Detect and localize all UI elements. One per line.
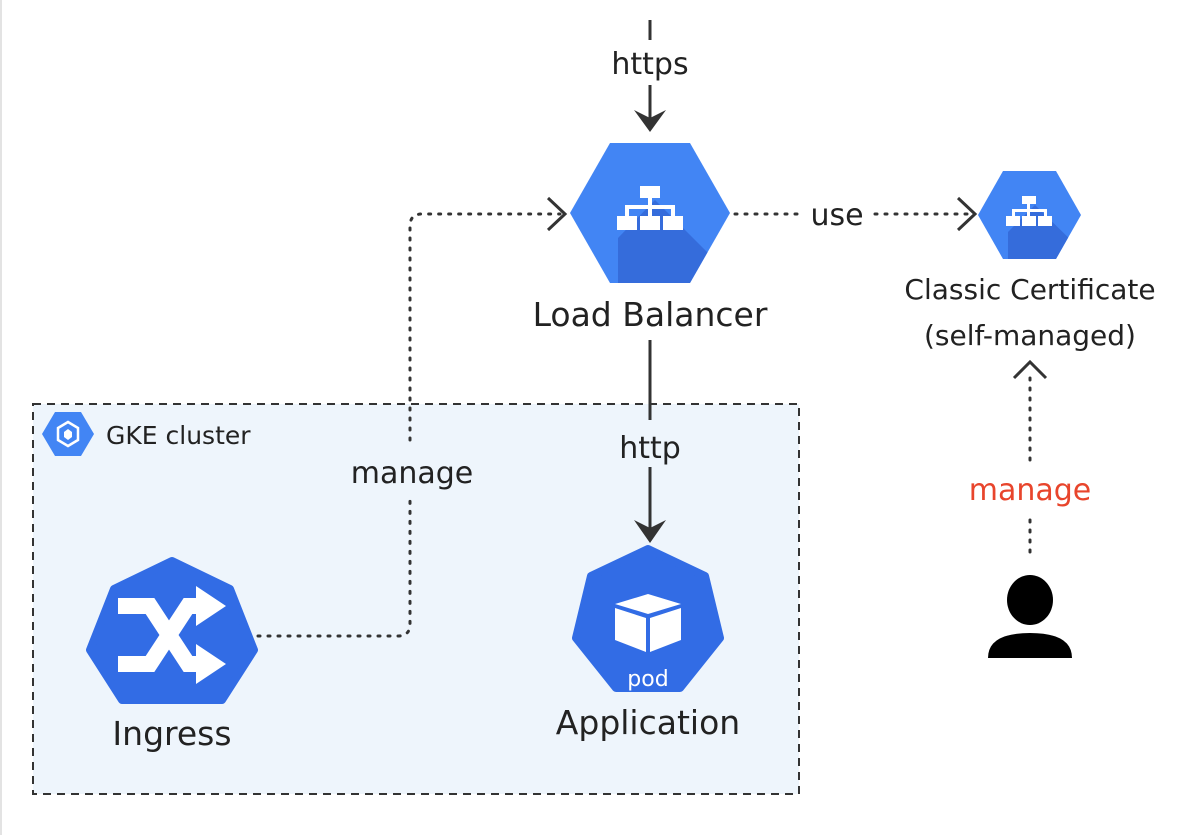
node-user[interactable] [988, 575, 1072, 658]
arrowhead-https [634, 110, 666, 132]
edge-label-http: http [619, 431, 681, 466]
edge-label-user-manage: manage [969, 473, 1092, 508]
cluster-label: GKE cluster [106, 421, 251, 450]
user-icon-body [988, 633, 1072, 658]
pod-cube-icon [615, 594, 681, 652]
load-balancer-icon [617, 186, 683, 230]
edge-http: http [619, 340, 681, 543]
edge-use: use [733, 196, 978, 233]
application-label: Application [556, 703, 740, 742]
edge-user-manage: manage [969, 359, 1092, 562]
arrowhead-http [634, 520, 666, 543]
node-application[interactable]: pod Application [556, 545, 740, 742]
load-balancer-label: Load Balancer [533, 295, 768, 334]
arrowhead-user-manage [1012, 359, 1048, 380]
certificate-icon [1006, 196, 1052, 226]
node-ingress[interactable]: Ingress [86, 557, 258, 753]
edge-label-use: use [810, 198, 863, 233]
ingress-label: Ingress [112, 714, 231, 753]
arrowhead-ingress-manage [546, 196, 568, 232]
edge-label-https: https [611, 47, 688, 82]
node-load-balancer[interactable]: Load Balancer [533, 143, 768, 334]
node-certificate[interactable]: Classic Certificate (self-managed) [904, 171, 1156, 352]
edge-ingress-manage: manage [256, 196, 568, 638]
user-icon [1007, 575, 1053, 625]
edge-https: https [611, 20, 689, 132]
ingress-shuffle-icon [118, 586, 226, 684]
certificate-label-line2: (self-managed) [924, 319, 1136, 352]
application-heptagon [572, 545, 724, 692]
edge-label-ingress-manage: manage [351, 456, 474, 491]
certificate-label-line1: Classic Certificate [904, 273, 1155, 306]
arrowhead-use [956, 196, 978, 232]
gke-cluster-icon [42, 412, 94, 456]
pod-badge: pod [627, 667, 668, 692]
